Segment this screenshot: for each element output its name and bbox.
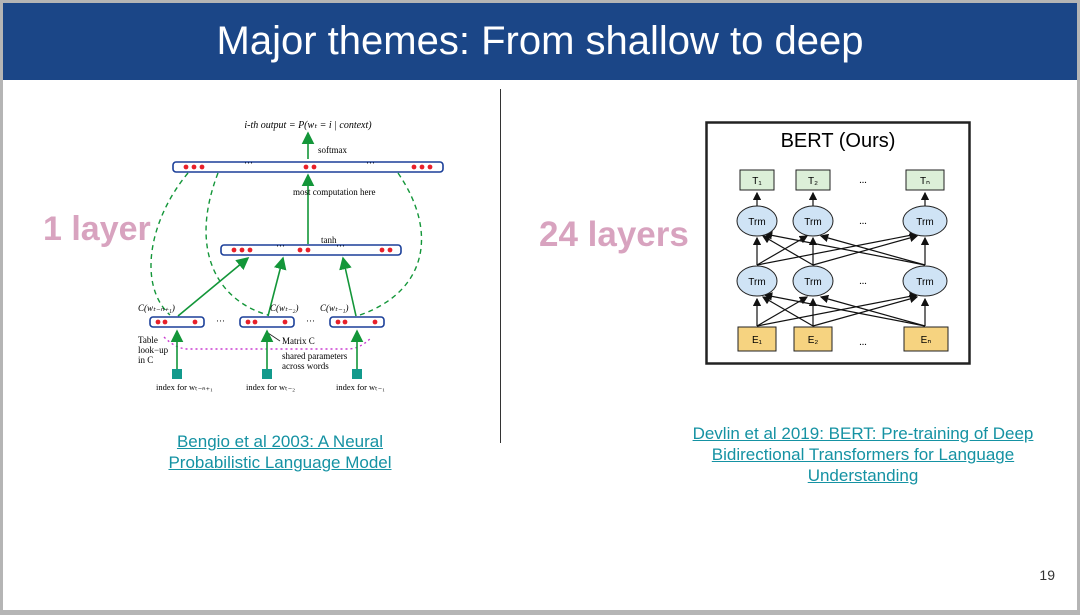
page-number: 19 <box>1039 567 1055 583</box>
title-bar: Major themes: From shallow to deep <box>3 3 1077 80</box>
tanh-units <box>231 247 393 253</box>
bert-diagram: BERT (Ours) <box>705 121 971 365</box>
index-input-2 <box>262 369 272 379</box>
bert-input-n <box>903 326 949 352</box>
bert-output-1-label: T₁ <box>752 176 762 187</box>
shared-params-label: shared parameters across words <box>282 351 349 371</box>
tanh-label: tanh <box>321 235 337 245</box>
bert-output-1 <box>739 169 775 191</box>
bert-output-n <box>905 169 945 191</box>
column-divider <box>500 89 501 443</box>
tanh-ellipsis-1: ··· <box>276 241 285 251</box>
trm-top-n <box>902 205 948 237</box>
softmax-label: softmax <box>318 145 347 155</box>
bengio-nnlm-diagram: i-th output = P(wₜ = i | context) softma… <box>138 120 444 392</box>
context-label-3: C(wₜ₋₁) <box>320 303 349 313</box>
trm-bottom-2 <box>792 265 834 297</box>
index-input-1 <box>172 369 182 379</box>
trm-top-ellipsis: ... <box>859 216 867 227</box>
tanh-layer <box>220 244 402 256</box>
softmax-ellipsis-2: ··· <box>366 158 375 168</box>
trm-bottom-n <box>902 265 948 297</box>
trm-bottom-1-label: Trm <box>748 277 765 288</box>
bert-output-2 <box>795 169 831 191</box>
bert-input-1 <box>737 326 777 352</box>
trm-top-1 <box>736 205 778 237</box>
output-label: i-th output = P(wₜ = i | context) <box>244 120 372 131</box>
index-label-2: index for wₜ₋₂ <box>246 382 295 392</box>
slide: Major themes: From shallow to deep 1 lay… <box>3 3 1077 610</box>
slide-title: Major themes: From shallow to deep <box>216 19 864 63</box>
trm-top-2-label: Trm <box>804 217 821 228</box>
shared-parameters-line <box>163 336 373 350</box>
bert-frame <box>705 121 971 365</box>
bert-input-2 <box>793 326 833 352</box>
index-label-3: index for wₜ₋₁ <box>336 382 385 392</box>
embedding-box-1 <box>149 316 205 328</box>
layer-count-right: 24 layers <box>539 215 689 254</box>
tanh-ellipsis-2: ··· <box>336 241 345 251</box>
emb-ellipsis-1: ··· <box>216 316 225 326</box>
context-label-2: C(wₜ₋₂) <box>270 303 299 313</box>
embedding-box-2 <box>239 316 295 328</box>
trm-top-1-label: Trm <box>748 217 765 228</box>
index-label-1: index for wₜ₋ₙ₊₁ <box>156 382 213 392</box>
trm-bottom-n-label: Trm <box>916 277 933 288</box>
devlin-paper-link[interactable]: Devlin et al 2019: BERT: Pre-training of… <box>692 424 1034 485</box>
emb-ellipsis-2: ··· <box>306 316 315 326</box>
softmax-ellipsis-1: ··· <box>244 158 253 168</box>
trm-top-n-label: Trm <box>916 217 933 228</box>
context-label-1: C(wₜ₋ₙ₊₁) <box>138 303 175 313</box>
trm-bottom-ellipsis: ... <box>859 276 867 287</box>
bert-input-ellipsis: ... <box>859 337 867 348</box>
bert-output-2-label: T₂ <box>808 176 818 187</box>
bert-output-n-label: Tₙ <box>920 176 930 187</box>
trm-bottom-1 <box>736 265 778 297</box>
index-input-3 <box>352 369 362 379</box>
layer-count-left: 1 layer <box>43 210 151 248</box>
bert-title: BERT (Ours) <box>781 130 896 152</box>
trm-bottom-2-label: Trm <box>804 277 821 288</box>
trm-top-2 <box>792 205 834 237</box>
table-lookup-label: Table look−up in C <box>138 335 170 365</box>
bert-input-n-label: Eₙ <box>921 335 932 346</box>
softmax-units <box>183 164 433 170</box>
embedding-box-3 <box>329 316 385 328</box>
bengio-paper-link[interactable]: Bengio et al 2003: A Neural Probabilisti… <box>168 432 392 472</box>
bert-input-2-label: E₂ <box>808 335 819 346</box>
bert-output-ellipsis: ... <box>859 175 867 186</box>
computation-label: most computation here <box>293 187 375 197</box>
matrix-c-label: Matrix C <box>282 336 315 346</box>
bert-input-1-label: E₁ <box>752 335 763 346</box>
embedding-units <box>155 319 378 325</box>
